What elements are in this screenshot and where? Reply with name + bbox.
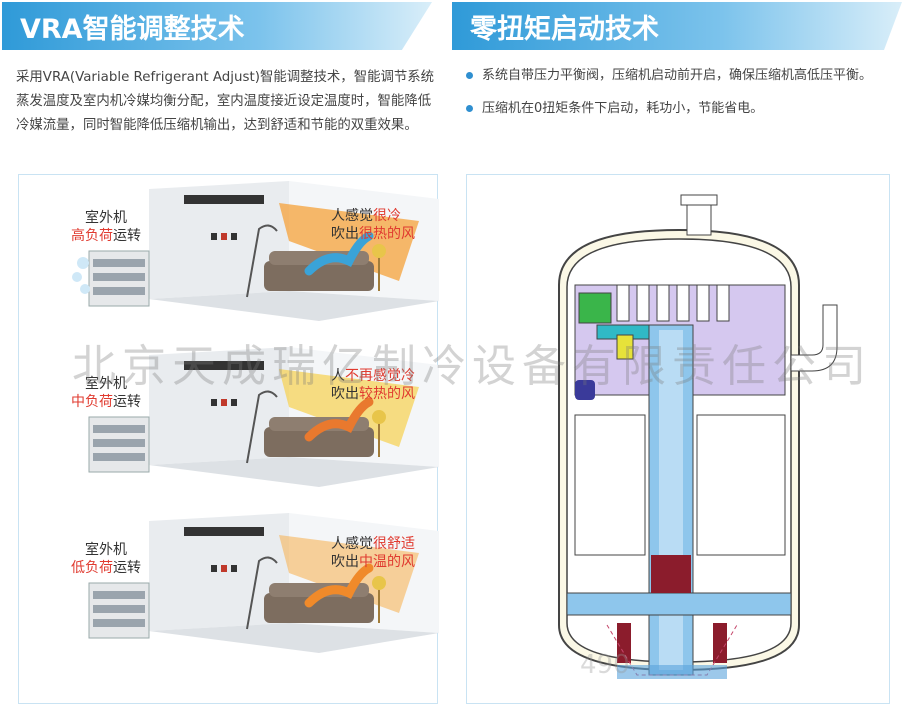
outdoor-label-line2: 高负荷运转 <box>69 227 143 245</box>
outdoor-unit-label: 室外机 中负荷运转 <box>69 375 143 411</box>
outdoor-label-line2: 低负荷运转 <box>69 559 143 577</box>
feel-highlight: 不再感觉冷 <box>345 368 415 384</box>
blow-prefix: 吹出 <box>331 554 359 570</box>
outdoor-label-line1: 室外机 <box>85 542 127 558</box>
bullet-dot-icon <box>466 105 473 112</box>
outdoor-suffix-text: 运转 <box>113 560 141 576</box>
outdoor-unit-label: 室外机 低负荷运转 <box>69 541 143 577</box>
outdoor-unit-icon <box>88 416 150 473</box>
feel-line: 人感觉很冷 <box>331 207 441 225</box>
blow-highlight: 较热的风 <box>359 386 415 402</box>
zero-torque-bullets: 系统自带压力平衡阀，压缩机启动前开启，确保压缩机高低压平衡。 压缩机在0扭矩条件… <box>462 68 892 134</box>
outdoor-load-text: 高负荷 <box>71 228 113 244</box>
vra-title-banner: VRA智能调整技术 <box>2 2 432 50</box>
room-illustration <box>88 513 439 653</box>
bullet-text: 系统自带压力平衡阀，压缩机启动前开启，确保压缩机高低压平衡。 <box>482 68 873 83</box>
scene-low-load: 室外机 低负荷运转 人感觉很舒适 吹出中温的风 <box>19 513 439 678</box>
compressor-cross-section <box>558 194 838 679</box>
bullet-dot-icon <box>466 72 473 79</box>
watermark-bottom-text: 490 <box>580 650 630 680</box>
outdoor-label-line1: 室外机 <box>85 210 127 226</box>
feel-label: 人感觉很冷 吹出很热的风 <box>331 207 441 243</box>
bullet-item: 系统自带压力平衡阀，压缩机启动前开启，确保压缩机高低压平衡。 <box>462 68 892 83</box>
bullet-item: 压缩机在0扭矩条件下启动，耗功小，节能省电。 <box>462 101 892 116</box>
outdoor-unit-icon <box>88 250 150 307</box>
feel-line: 人不再感觉冷 <box>331 367 441 385</box>
feel-prefix: 人感觉 <box>331 208 373 224</box>
scene-medium-load: 室外机 中负荷运转 人不再感觉冷 吹出较热的风 <box>19 347 439 512</box>
blow-line: 吹出很热的风 <box>331 225 441 243</box>
vra-illustration-panel: 室外机 高负荷运转 人感觉很冷 吹出很热的风 室外机 中负荷运转 <box>18 174 439 704</box>
outdoor-label-line2: 中负荷运转 <box>69 393 143 411</box>
outdoor-unit-icon <box>88 582 150 639</box>
feel-prefix: 人 <box>331 368 345 384</box>
feel-highlight: 很冷 <box>373 208 401 224</box>
feel-line: 人感觉很舒适 <box>331 535 441 553</box>
outdoor-load-text: 中负荷 <box>71 394 113 410</box>
outdoor-suffix-text: 运转 <box>113 228 141 244</box>
vra-title: VRA智能调整技术 <box>20 13 245 45</box>
zero-torque-title: 零扭矩启动技术 <box>470 13 659 45</box>
feel-prefix: 人感觉 <box>331 536 373 552</box>
blow-line: 吹出中温的风 <box>331 553 441 571</box>
feel-label: 人不再感觉冷 吹出较热的风 <box>331 367 441 403</box>
compressor-diagram-panel <box>466 174 890 704</box>
blow-prefix: 吹出 <box>331 386 359 402</box>
feel-highlight: 很舒适 <box>373 536 415 552</box>
vra-description: 采用VRA(Variable Refrigerant Adjust)智能调整技术… <box>16 70 435 133</box>
blow-line: 吹出较热的风 <box>331 385 441 403</box>
outdoor-unit-label: 室外机 高负荷运转 <box>69 209 143 245</box>
outdoor-label-line1: 室外机 <box>85 376 127 392</box>
blow-prefix: 吹出 <box>331 226 359 242</box>
feel-label: 人感觉很舒适 吹出中温的风 <box>331 535 441 571</box>
blow-highlight: 很热的风 <box>359 226 415 242</box>
bullet-text: 压缩机在0扭矩条件下启动，耗功小，节能省电。 <box>482 101 764 116</box>
outdoor-load-text: 低负荷 <box>71 560 113 576</box>
room-illustration <box>72 181 439 321</box>
room-illustration <box>88 347 439 487</box>
outdoor-suffix-text: 运转 <box>113 394 141 410</box>
zero-torque-title-banner: 零扭矩启动技术 <box>452 2 902 50</box>
scene-high-load: 室外机 高负荷运转 人感觉很冷 吹出很热的风 <box>19 181 439 346</box>
blow-highlight: 中温的风 <box>359 554 415 570</box>
